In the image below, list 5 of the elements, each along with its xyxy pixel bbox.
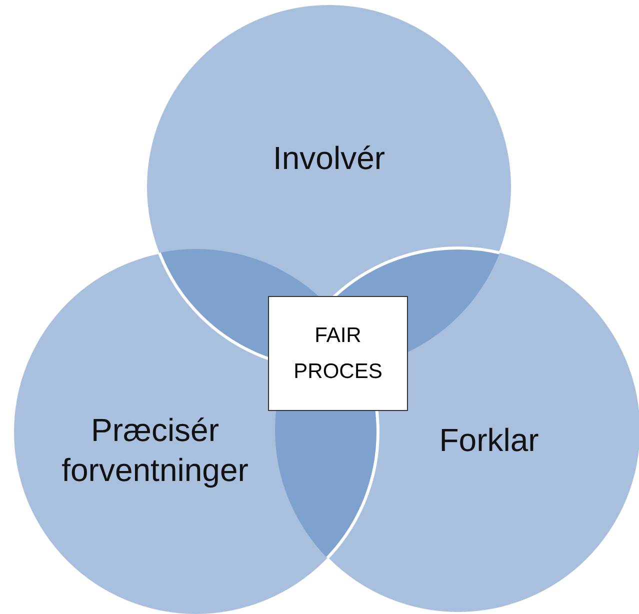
center-box: [268, 296, 408, 411]
circle-label: Involvér: [272, 139, 386, 178]
circle-label: Præcisér forventninger: [60, 411, 250, 490]
box-label: FAIR PROCES: [292, 322, 384, 384]
circle-label: Forklar: [438, 421, 540, 460]
